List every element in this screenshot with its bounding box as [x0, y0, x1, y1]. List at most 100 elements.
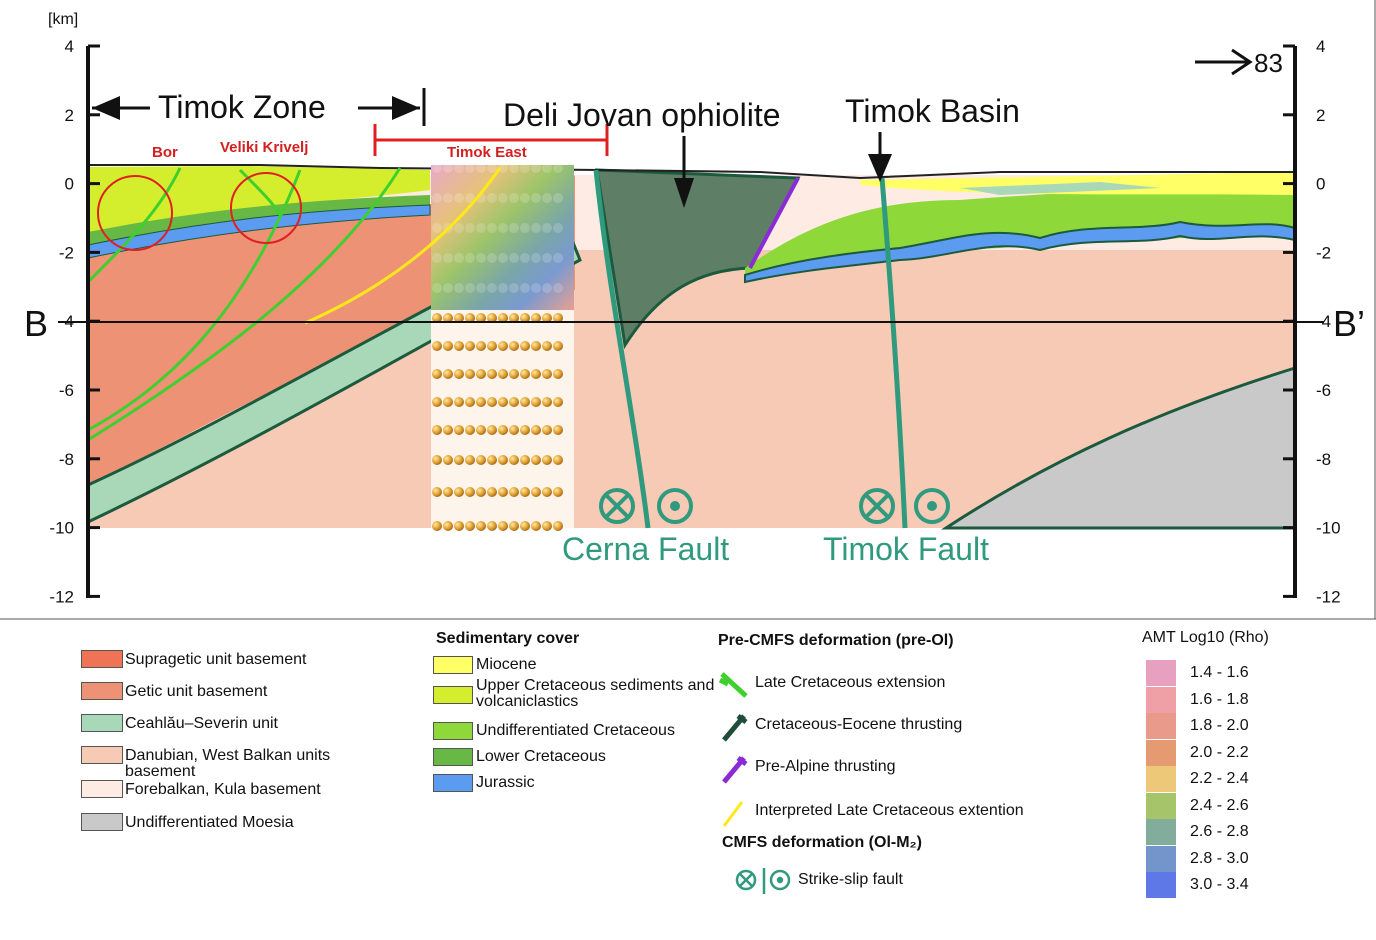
amt-station-dot — [465, 369, 475, 379]
amt-station-dot — [509, 425, 519, 435]
right-axis-tick-label: -8 — [1316, 450, 1331, 469]
amt-station-dot — [520, 341, 530, 351]
timok-east-label: Timok East — [447, 144, 527, 161]
amt-station-dot — [498, 397, 508, 407]
sedimentary-cover-title: Sedimentary cover — [436, 630, 580, 647]
timok-east-bracket — [373, 124, 609, 156]
amt-station-dot — [476, 487, 486, 497]
amt-station-dot — [487, 193, 497, 203]
timok-basin-arrow — [868, 132, 892, 182]
amt-station-dot — [487, 313, 497, 323]
unit-swatch — [81, 780, 123, 798]
sediment-label: Undifferentiated Cretaceous — [476, 722, 675, 739]
unit-label: Danubian, West Balkan units basement — [125, 747, 331, 780]
unit-swatch — [81, 813, 123, 831]
deformation-label: Interpreted Late Cretaceous extention — [755, 802, 1024, 819]
deformation-label: Cretaceous-Eocene thrusting — [755, 716, 963, 733]
amt-station-dot — [542, 369, 552, 379]
amt-station-dot — [509, 369, 519, 379]
right-axis-tick-label: 0 — [1316, 175, 1325, 194]
left-axis-tick-label: -10 — [49, 519, 74, 538]
amt-station-dot — [553, 425, 563, 435]
amt-station-dot — [476, 397, 486, 407]
right-axis-tick-label: 2 — [1316, 106, 1325, 125]
amt-station-dot — [553, 521, 563, 531]
amt-station-dot — [476, 253, 486, 263]
unit-swatch — [81, 682, 123, 700]
right-axis-tick-label: -12 — [1316, 587, 1341, 606]
left-axis-tick-label: -2 — [59, 243, 74, 262]
amt-station-dot — [542, 193, 552, 203]
cmfs-title: CMFS deformation (Ol-M₂) — [722, 834, 922, 851]
amt-station-dot — [498, 253, 508, 263]
amt-station-dot — [520, 397, 530, 407]
amt-station-dot — [520, 425, 530, 435]
left-axis-tick-label: -12 — [49, 587, 74, 606]
amt-station-dot — [498, 223, 508, 233]
amt-swatch — [1146, 766, 1176, 792]
amt-station-dot — [531, 163, 541, 173]
amt-class-label: 1.4 - 1.6 — [1190, 664, 1249, 681]
amt-station-dot — [454, 313, 464, 323]
timok-zone-label: Timok Zone — [158, 89, 326, 125]
amt-station-dot — [476, 283, 486, 293]
amt-station-dot — [487, 341, 497, 351]
unit-swatch — [81, 746, 123, 764]
right-axis-tick-label: -2 — [1316, 243, 1331, 262]
amt-station-dot — [454, 425, 464, 435]
amt-station-dot — [542, 455, 552, 465]
amt-station-dot — [465, 163, 475, 173]
amt-station-dot — [520, 163, 530, 173]
amt-station-dot — [454, 369, 464, 379]
amt-station-dot — [487, 397, 497, 407]
amt-station-dot — [476, 425, 486, 435]
cerna-fault-label: Cerna Fault — [562, 531, 729, 567]
amt-station-dot — [432, 313, 442, 323]
amt-station-dot — [487, 163, 497, 173]
right-axis-tick-label: -4 — [1316, 312, 1331, 331]
amt-station-dot — [498, 163, 508, 173]
cerna-fault-trace — [593, 169, 651, 529]
amt-station-dot — [498, 425, 508, 435]
right-axis-tick-label: -10 — [1316, 519, 1341, 538]
right-axis-tick-label: 4 — [1316, 37, 1325, 56]
left-axis-tick-label: -6 — [59, 381, 74, 400]
amt-title: AMT Log10 (Rho) — [1142, 629, 1269, 646]
amt-swatch — [1146, 872, 1176, 898]
amt-station-dot — [432, 253, 442, 263]
amt-station-dot — [509, 193, 519, 203]
amt-station-dot — [542, 313, 552, 323]
amt-class-label: 2.4 - 2.6 — [1190, 796, 1249, 814]
amt-class-label: 2.6 - 2.8 — [1190, 823, 1249, 840]
strike-slip-label: Strike-slip fault — [798, 871, 903, 888]
amt-resistivity-image — [431, 165, 574, 310]
amt-station-dot — [542, 283, 552, 293]
amt-station-dot — [553, 487, 563, 497]
strike-slip-legend-symbol — [735, 868, 791, 894]
orientation-value: 83 — [1254, 48, 1283, 78]
amt-station-dot — [465, 253, 475, 263]
amt-station-dot — [542, 487, 552, 497]
amt-station-dot — [443, 253, 453, 263]
sediment-label: Upper Cretaceous sediments and volcanicl… — [476, 677, 715, 710]
unit-label: Forebalkan, Kula basement — [125, 781, 321, 798]
amt-station-dot — [520, 283, 530, 293]
amt-station-dot — [432, 369, 442, 379]
amt-station-dot — [454, 163, 464, 173]
amt-station-dot — [465, 283, 475, 293]
deformation-symbol — [722, 801, 744, 827]
veliki-krivelj-circle — [230, 172, 302, 244]
timok-zone-bracket — [92, 88, 426, 126]
orientation-arrow — [1195, 48, 1253, 76]
amt-station-dot — [465, 521, 475, 531]
left-axis-tick-label: 0 — [65, 175, 74, 194]
amt-station-dot — [443, 163, 453, 173]
amt-station-dot — [542, 253, 552, 263]
amt-station-dot — [465, 455, 475, 465]
amt-station-dot — [509, 313, 519, 323]
amt-class-label: 2.0 - 2.2 — [1190, 743, 1249, 761]
amt-station-dot — [509, 283, 519, 293]
amt-station-dot — [520, 253, 530, 263]
